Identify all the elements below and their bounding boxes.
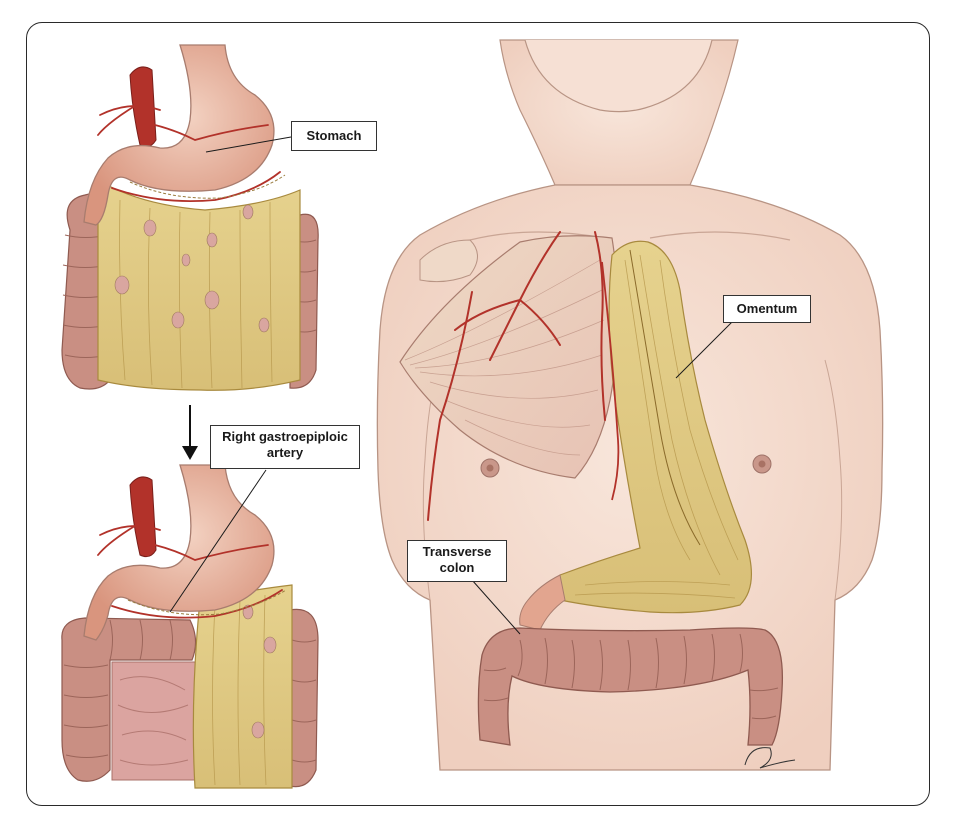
stomach-remnant bbox=[519, 574, 566, 631]
artery-label: Right gastroepiploic artery bbox=[210, 425, 360, 469]
pectoral-flap bbox=[399, 231, 619, 521]
leader-lines bbox=[169, 136, 733, 635]
bottom-diagram bbox=[61, 464, 319, 789]
omentum-label: Omentum bbox=[723, 295, 811, 323]
transverse-colon bbox=[477, 627, 784, 746]
top-diagram bbox=[61, 44, 319, 391]
artist-signature bbox=[744, 747, 796, 769]
omentum-flap bbox=[551, 240, 753, 614]
stomach-label: Stomach bbox=[291, 121, 377, 151]
down-arrow bbox=[182, 405, 198, 460]
transverse-colon-label: Transverse colon bbox=[407, 540, 507, 582]
